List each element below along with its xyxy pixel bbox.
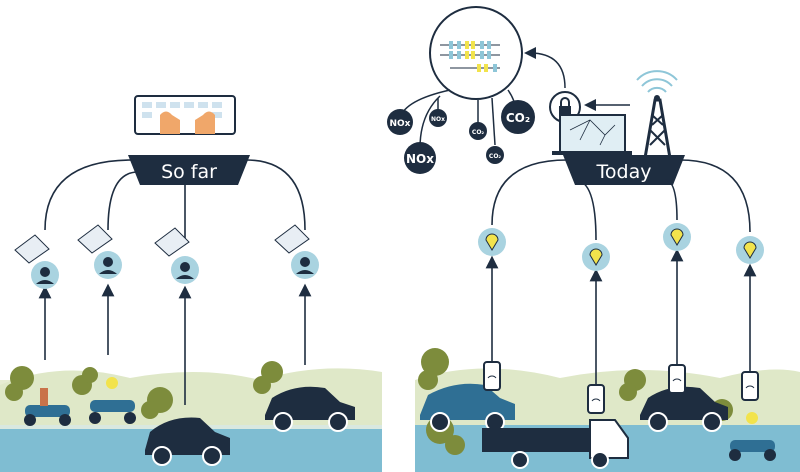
so-far-banner xyxy=(128,155,250,185)
scooter-icon xyxy=(729,412,776,461)
so-far-label: So far xyxy=(161,161,217,183)
connection-lines xyxy=(485,159,757,385)
svg-text:NOx: NOx xyxy=(431,116,445,123)
laptop-icon xyxy=(552,114,632,155)
co2-bubble xyxy=(501,100,535,134)
scooter-icon xyxy=(24,388,71,426)
nox-bubble xyxy=(387,109,413,135)
svg-text:NOx: NOx xyxy=(406,152,434,166)
smartphone-icon xyxy=(587,384,605,414)
car-icon xyxy=(145,417,230,466)
co2-bubble xyxy=(486,146,504,164)
truck-icon xyxy=(482,419,629,469)
location-pins xyxy=(478,223,764,271)
smartphone-icon xyxy=(668,364,686,394)
exhaust-smoke xyxy=(5,361,283,419)
cell-tower-icon xyxy=(636,70,678,159)
scooter-icon xyxy=(89,377,136,424)
inspector-icon xyxy=(14,234,59,289)
car-icon xyxy=(420,383,515,432)
smartphone-icon xyxy=(483,361,501,391)
car-icon xyxy=(640,386,728,432)
co2-bubble xyxy=(469,122,487,140)
location-pin-icon xyxy=(582,243,610,271)
svg-text:CO₂: CO₂ xyxy=(489,153,502,160)
location-pin-icon xyxy=(663,223,691,251)
svg-text:NOx: NOx xyxy=(390,119,411,129)
today-banner xyxy=(563,155,685,185)
smartphone-icon xyxy=(741,371,759,401)
nox-bubble xyxy=(429,109,447,127)
database-icon xyxy=(429,6,523,100)
left-panel: So far xyxy=(0,95,382,472)
today-label: Today xyxy=(596,161,652,183)
emission-bubbles: NOx NOx NOx CO₂ CO₂ CO₂ xyxy=(387,100,535,174)
location-pin-icon xyxy=(736,236,764,264)
car-icon xyxy=(265,386,355,432)
inspector-icon xyxy=(274,224,319,279)
keyboard-hands-icon xyxy=(134,95,236,135)
nox-bubble xyxy=(404,142,436,174)
svg-text:CO₂: CO₂ xyxy=(506,111,530,125)
inspector-icon xyxy=(77,224,122,279)
svg-text:CO₂: CO₂ xyxy=(472,129,485,136)
location-pin-icon xyxy=(478,228,506,256)
phones xyxy=(483,361,759,414)
inspector-nodes xyxy=(14,224,319,289)
inspector-icon xyxy=(154,227,199,284)
right-panel: NOx NOx NOx CO₂ CO₂ CO₂ Today xyxy=(387,6,800,472)
connection-lines xyxy=(38,159,312,405)
